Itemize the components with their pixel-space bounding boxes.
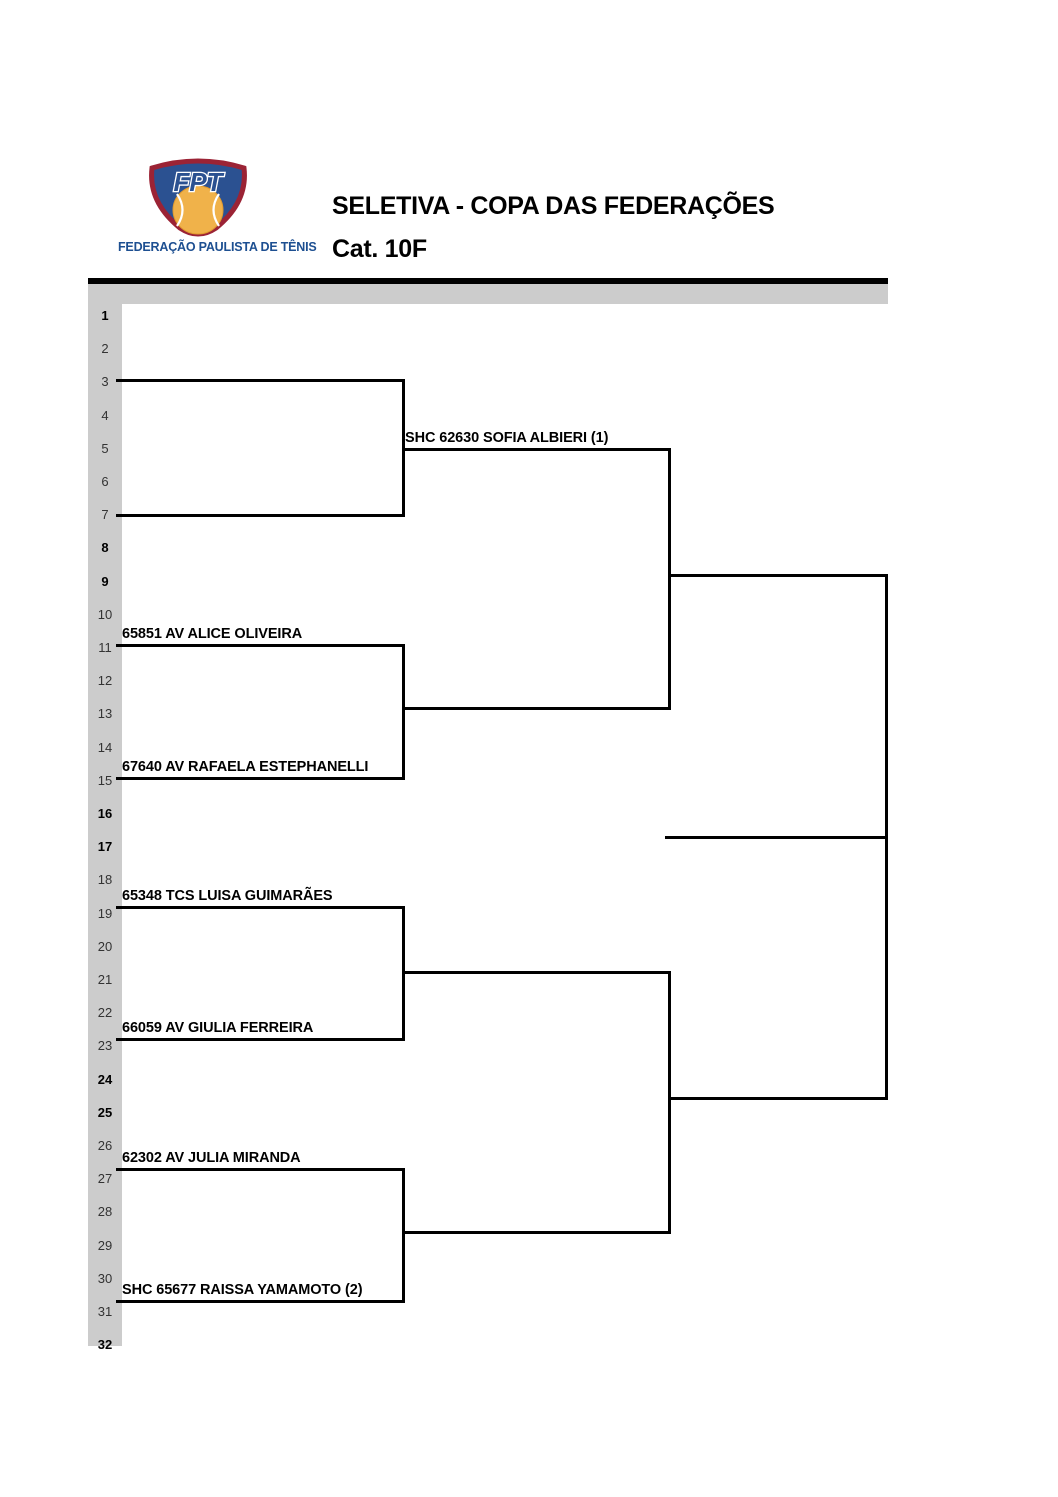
row-number-16: 16 [97,806,113,821]
row-number-27: 27 [97,1171,113,1187]
player-label-r2-m1-top: SHC 62630 SOFIA ALBIERI (1) [405,430,609,446]
player-label-r1-m4-bottom: SHC 65677 RAISSA YAMAMOTO (2) [122,1282,363,1298]
row-number-20: 20 [97,938,113,954]
r1-m2-connector [402,644,405,780]
r2-m1-bottom-line [402,707,671,710]
row-number-6: 6 [101,474,109,489]
r1-m1-top-line [116,379,405,382]
row-number-13: 13 [97,706,113,722]
row-number-11: 11 [98,640,112,655]
row-number-7: 7 [101,507,109,523]
r1-m4-top-line [116,1168,405,1171]
row-number-25: 25 [97,1104,113,1120]
r1-m1-bottom-line [116,514,405,517]
r1-m4-connector [402,1168,405,1303]
row-number-29: 29 [97,1237,113,1253]
row-number-2: 2 [101,341,109,357]
player-label-r1-m2-top: 65851 AV ALICE OLIVEIRA [122,626,303,642]
r2-m1-top-line [402,448,671,451]
row-number-9: 9 [101,573,109,589]
r2-m1-connector [668,448,671,710]
row-number-3: 3 [101,374,109,390]
row-number-12: 12 [97,673,113,689]
row-number-18: 18 [97,872,113,888]
r1-m2-top-line [116,644,405,647]
row-number-1: 1 [101,308,109,323]
row-number-10: 10 [97,606,113,622]
gray-top-band [88,284,888,304]
row-number-24: 24 [97,1071,113,1087]
player-label-r1-m4-top: 62302 AV JULIA MIRANDA [122,1150,301,1166]
player-label-r1-m3-bottom: 66059 AV GIULIA FERREIRA [122,1020,314,1036]
row-number-30: 30 [97,1270,113,1286]
r3-bottom-line [668,1097,888,1100]
federation-name: FEDERAÇÃO PAULISTA DE TÊNIS [118,240,317,254]
fpt-shield-icon: FPT [144,158,252,240]
r1-m3-bottom-line [116,1038,405,1041]
row-number-26: 26 [97,1138,113,1153]
page-title: SELETIVA - COPA DAS FEDERAÇÕES [332,192,775,220]
player-label-r1-m2-bottom: 67640 AV RAFAELA ESTEPHANELLI [122,759,369,775]
row-number-5: 5 [101,440,109,456]
row-number-4: 4 [101,407,109,423]
row-number-28: 28 [97,1204,113,1220]
page-subtitle: Cat. 10F [332,235,427,263]
r2-m2-bottom-line [402,1231,671,1234]
row-number-23: 23 [97,1038,113,1054]
svg-text:FPT: FPT [173,167,224,197]
federation-logo: FPT FEDERAÇÃO PAULISTA DE TÊNIS [118,158,317,270]
row-number-15: 15 [97,772,113,788]
row-number-32: 32 [97,1337,113,1353]
r2-m2-connector [668,971,671,1234]
champion-line [665,836,888,839]
r1-m3-top-line [116,906,405,909]
header-divider-rule [88,278,888,284]
row-number-22: 22 [97,1005,113,1021]
row-number-14: 14 [97,739,113,755]
r3-top-line [668,574,888,577]
row-number-17: 17 [97,839,113,855]
row-number-8: 8 [101,540,109,556]
player-label-r1-m3-top: 65348 TCS LUISA GUIMARÃES [122,888,333,904]
row-number-31: 31 [97,1304,113,1319]
r2-m2-top-line [402,971,671,974]
page-header: FPT FEDERAÇÃO PAULISTA DE TÊNIS SELETIVA… [88,158,888,276]
title-block: SELETIVA - COPA DAS FEDERAÇÕES Cat. 10F [332,194,892,262]
r1-m2-bottom-line [116,777,405,780]
row-number-21: 21 [97,972,113,987]
row-number-19: 19 [97,905,113,921]
r1-m4-bottom-line [116,1300,405,1303]
